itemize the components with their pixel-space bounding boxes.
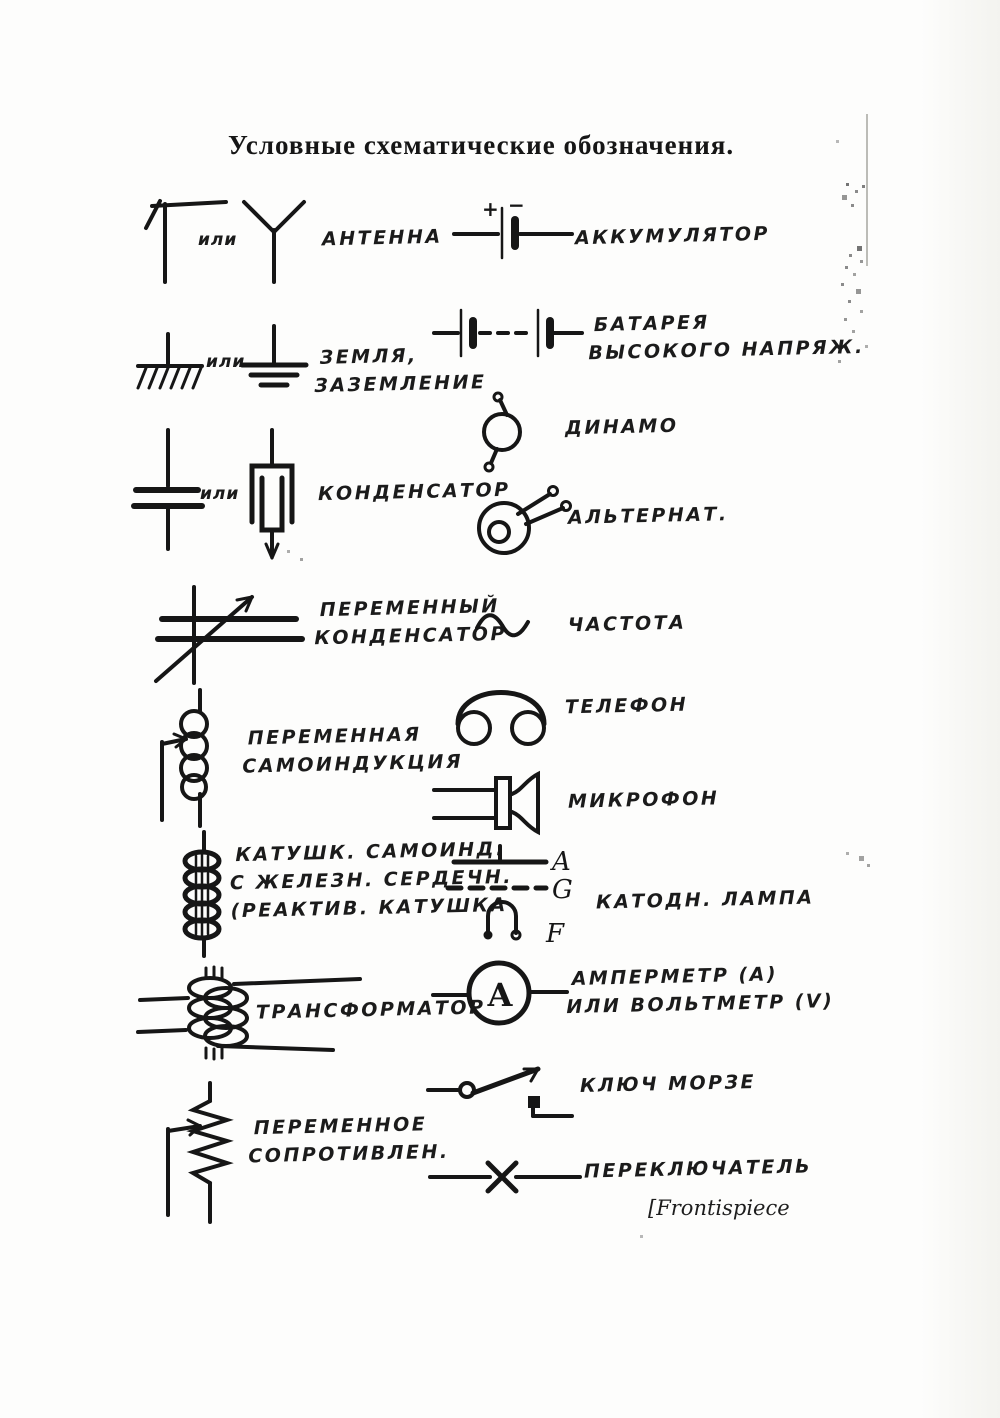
frequency-icon [474, 610, 532, 644]
switch-icon [428, 1158, 582, 1196]
ground-hatched-icon [136, 332, 208, 394]
cathode-lamp-label: Катодн. лампа [595, 886, 815, 914]
variable-inductance-icon [138, 688, 238, 830]
ground-layered-icon [239, 324, 309, 392]
variable-capacitor-icon [134, 583, 314, 687]
switch-label: Переключатель [583, 1155, 813, 1183]
morse-key-label: Ключ Морзе [579, 1071, 757, 1097]
telephone-label: Телефон [564, 693, 689, 719]
antenna-or-label: или [198, 230, 238, 250]
transformer-icon [136, 965, 368, 1061]
frontispiece-caption: [Frontispiece [648, 1196, 790, 1220]
meter-icon: А [431, 956, 569, 1030]
antenna-l-icon [138, 190, 233, 285]
variable-resistance-icon [138, 1081, 246, 1225]
scan-artifact-line [866, 114, 868, 266]
iron-core-coil-icon [152, 830, 236, 958]
capacitor-interleaved-icon [242, 428, 304, 562]
cathode-lamp-grid-letter: G [552, 875, 573, 905]
morse-key-icon [426, 1056, 576, 1122]
capacitor-plates-icon [131, 428, 205, 552]
capacitor-or-label: или [200, 484, 240, 504]
antenna-v-icon [238, 196, 310, 284]
meter-dial-letter: А [487, 976, 513, 1014]
microphone-icon [432, 768, 554, 836]
alternator-label: Альтернат. [567, 503, 729, 529]
dynamo-label: Динамо [564, 414, 679, 440]
battery-icon [432, 303, 586, 361]
frequency-label: Частота [567, 611, 687, 637]
cathode-lamp-icon: A G F [445, 838, 573, 949]
antenna-label: Антенна [321, 225, 443, 251]
accumulator-label: Аккумулятор [574, 222, 771, 250]
telephone-icon [450, 666, 552, 748]
cathode-lamp-filament-letter: F [545, 919, 565, 949]
microphone-label: Микрофон [567, 787, 720, 813]
variable-resistance-label: Переменное Сопротивлен. [248, 1113, 450, 1168]
dynamo-icon [472, 390, 542, 478]
accumulator-minus-sign: − [508, 193, 525, 217]
alternator-icon [468, 482, 583, 562]
battery-label: Батарея Высокого напряж. [588, 311, 865, 365]
ground-or-label: или [206, 352, 246, 372]
cathode-lamp-anode-letter: A [550, 847, 571, 877]
scan-noise-specks [0, 0, 3, 3]
page-title: Условные схематические обозначения. [228, 130, 735, 160]
variable-inductance-label: Переменная Самоиндукция [242, 723, 464, 778]
meter-label: Амперметр (А) или Вольтметр (V) [566, 963, 835, 1019]
accumulator-icon: + − [452, 193, 576, 264]
accumulator-plus-sign: + [482, 197, 499, 221]
